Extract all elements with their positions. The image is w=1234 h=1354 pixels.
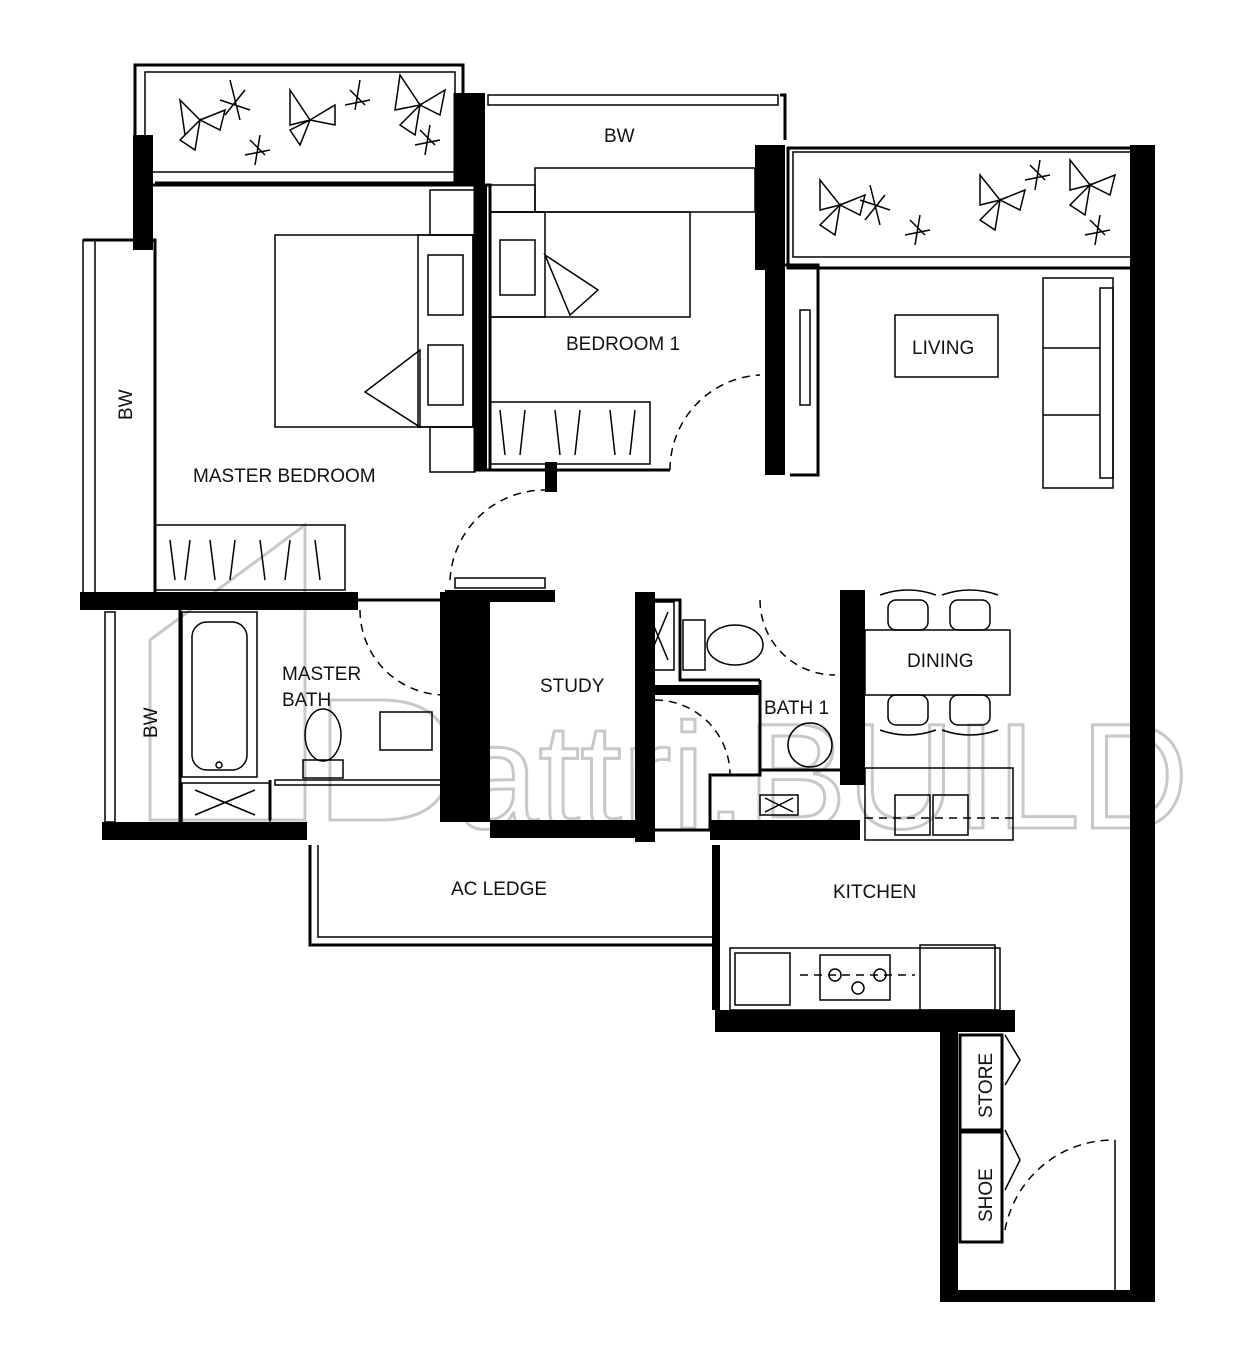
shoe-cabinet xyxy=(958,1130,1004,1244)
store-cabinet xyxy=(958,1033,1004,1132)
door-swings xyxy=(359,374,1116,1290)
label-bw-left-lower: BW xyxy=(141,707,162,738)
label-bw-top: BW xyxy=(604,126,635,147)
toilet-icon xyxy=(302,619,764,779)
label-bw-left-upper: BW xyxy=(116,389,137,420)
room-labels: BW BEDROOM 1 LIVING MASTER BEDROOM BW MA… xyxy=(116,126,997,1222)
label-kitchen: KITCHEN xyxy=(833,882,916,903)
bathtub-icon xyxy=(181,611,271,824)
label-store: STORE xyxy=(976,1053,997,1118)
bed-icon xyxy=(489,167,756,318)
label-master-bath-1: MASTER xyxy=(282,664,361,685)
label-bedroom-1: BEDROOM 1 xyxy=(566,334,680,355)
sink-icon xyxy=(864,767,1014,841)
wardrobe-icon xyxy=(154,401,651,591)
label-living: LIVING xyxy=(912,338,974,359)
plant-icon xyxy=(178,72,1117,246)
label-dining: DINING xyxy=(907,651,974,672)
label-bath-1: BATH 1 xyxy=(764,698,829,719)
walls xyxy=(80,63,1155,1302)
stove-icon xyxy=(729,944,1001,1011)
label-ac-ledge: AC LEDGE xyxy=(451,879,547,900)
label-study: STUDY xyxy=(540,676,605,697)
label-master-bedroom: MASTER BEDROOM xyxy=(193,466,376,487)
chair-icon xyxy=(864,589,1011,736)
basin-icon xyxy=(379,601,833,816)
label-master-bath-2: BATH xyxy=(282,690,331,711)
label-shoe: SHOE xyxy=(976,1168,997,1222)
sofa-icon xyxy=(799,277,1114,489)
bed-icon xyxy=(274,189,476,473)
